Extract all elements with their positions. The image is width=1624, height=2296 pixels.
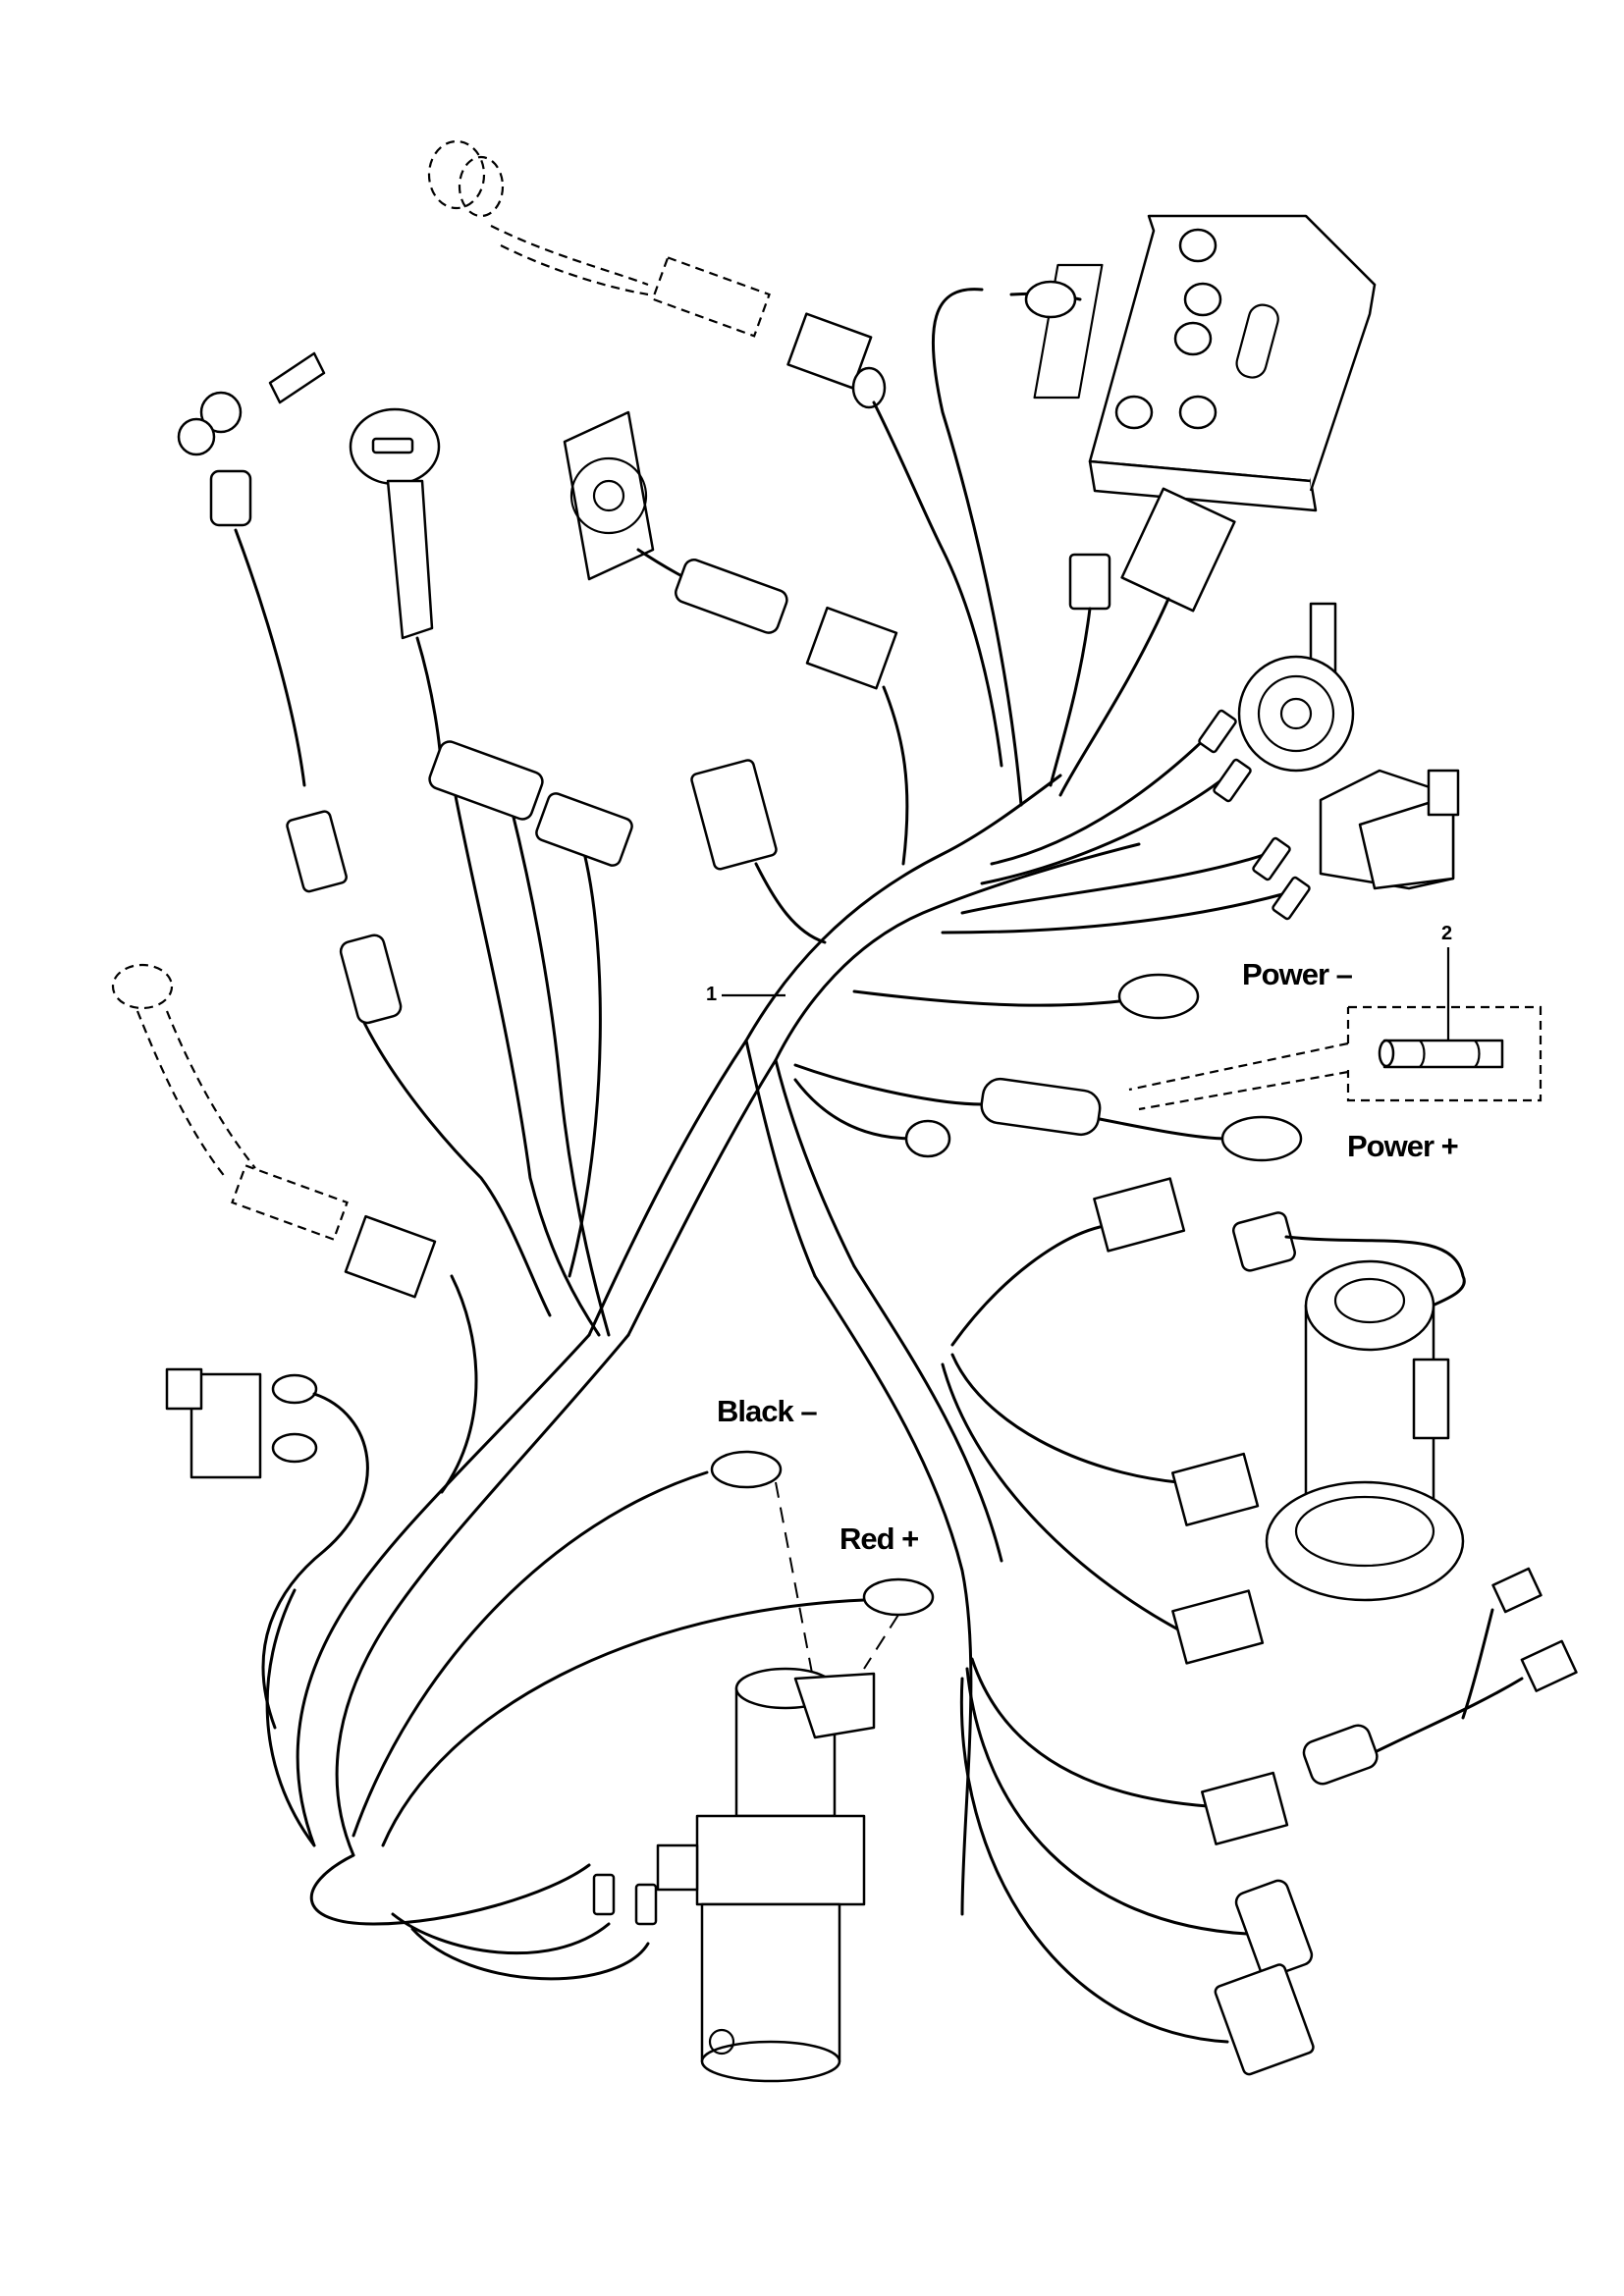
connector — [1214, 1963, 1315, 2076]
connector — [428, 740, 544, 821]
motor-cable — [1284, 1235, 1466, 1317]
connector — [535, 792, 633, 867]
fuse — [1378, 1039, 1504, 1069]
connector — [690, 759, 778, 871]
spade-cable — [941, 891, 1288, 934]
fuse-inset — [1128, 1005, 1543, 1111]
horn — [1237, 602, 1355, 773]
power-negative-cable — [852, 989, 1121, 1007]
connector — [344, 1214, 437, 1299]
pump-motor — [656, 1667, 876, 2083]
connector — [786, 312, 887, 409]
black-negative-ring-terminal — [710, 1450, 783, 1489]
black-negative-label: Black – — [717, 1394, 818, 1428]
black-negative-cable — [352, 1470, 709, 1838]
spade-terminal — [634, 1883, 658, 1926]
branch-cable — [941, 1362, 1180, 1631]
power-negative-label: Power – — [1242, 957, 1353, 991]
ring-terminal — [271, 1373, 318, 1405]
power-positive-cable — [793, 1063, 984, 1106]
micro-switch-cable — [1363, 1677, 1524, 1759]
connector — [805, 606, 898, 690]
connector — [1093, 1177, 1186, 1253]
connector — [1171, 1452, 1260, 1526]
micro-switch-cable — [261, 1392, 369, 1730]
connector — [1171, 1589, 1265, 1665]
power-positive-label: Power + — [1347, 1129, 1459, 1163]
red-positive-leader — [863, 1614, 899, 1670]
connector-cable — [882, 685, 909, 866]
charging-socket — [427, 139, 771, 338]
branch-cable — [361, 1019, 552, 1317]
inline-fuse-holder — [904, 1077, 1102, 1158]
spade-terminal — [1272, 876, 1311, 921]
red-positive-ring-terminal — [862, 1577, 935, 1617]
power-positive-cable — [1098, 1117, 1229, 1141]
branch-cable — [440, 1274, 478, 1494]
key-switch-cable — [234, 528, 306, 787]
micro-switch-left — [165, 1367, 262, 1479]
branch-cable — [950, 1353, 1180, 1484]
solenoid-valve — [656, 1843, 699, 1892]
micro-switch — [1491, 1567, 1578, 1692]
branch-cable — [450, 774, 601, 1337]
spade-cable — [990, 724, 1219, 866]
black-negative-leader — [775, 1481, 816, 1689]
drive-motor — [1265, 1259, 1465, 1602]
branch-cable — [568, 832, 602, 1278]
micro-switch-cable — [1461, 1608, 1494, 1720]
connector — [286, 810, 348, 893]
connector-cable — [872, 400, 1003, 768]
key-switch — [177, 351, 326, 527]
branch-cable — [959, 1677, 1229, 2044]
spade-terminal — [1213, 758, 1252, 803]
controller-cable — [931, 288, 1023, 807]
connector-cable — [754, 862, 827, 944]
callout-1-label: 1 — [706, 984, 718, 1005]
branch-cable — [509, 803, 611, 1337]
connector — [1068, 553, 1111, 611]
red-positive-label: Red + — [839, 1522, 919, 1556]
power-negative-ring-terminal — [1117, 973, 1200, 1020]
spade-cable — [391, 1912, 611, 1955]
connector-cable — [1049, 607, 1092, 787]
cooling-fan — [563, 410, 655, 581]
connector — [1201, 1771, 1289, 1845]
ring-terminal — [271, 1432, 318, 1464]
connector — [1302, 1724, 1379, 1786]
branch-cable — [970, 1657, 1210, 1808]
spade-terminal — [1198, 709, 1237, 754]
motor-controller — [1033, 214, 1377, 512]
callout-2-label: 2 — [1441, 923, 1453, 944]
connector — [1231, 1211, 1296, 1272]
contactor-relay — [1319, 769, 1460, 890]
spade-cable — [960, 852, 1269, 915]
branch-cable — [950, 1225, 1102, 1347]
spade-cable — [410, 1927, 650, 1981]
red-positive-cable — [381, 1598, 866, 1847]
charging-socket-lower — [111, 963, 349, 1242]
power-positive-cable — [793, 1078, 915, 1141]
hour-meter — [349, 407, 441, 640]
connector-cable — [1058, 597, 1170, 797]
spade-terminal — [1252, 836, 1291, 881]
power-positive-ring-terminal — [1220, 1115, 1303, 1162]
connector — [1120, 487, 1236, 613]
main-wiring-harness — [265, 774, 1141, 1926]
connector — [339, 934, 403, 1025]
ring-terminal — [1024, 280, 1077, 319]
branch-cable — [965, 1667, 1249, 1936]
spade-cable — [980, 774, 1229, 885]
connector — [1234, 1879, 1314, 1978]
spade-terminal — [592, 1873, 616, 1916]
fan-connector — [675, 559, 788, 634]
